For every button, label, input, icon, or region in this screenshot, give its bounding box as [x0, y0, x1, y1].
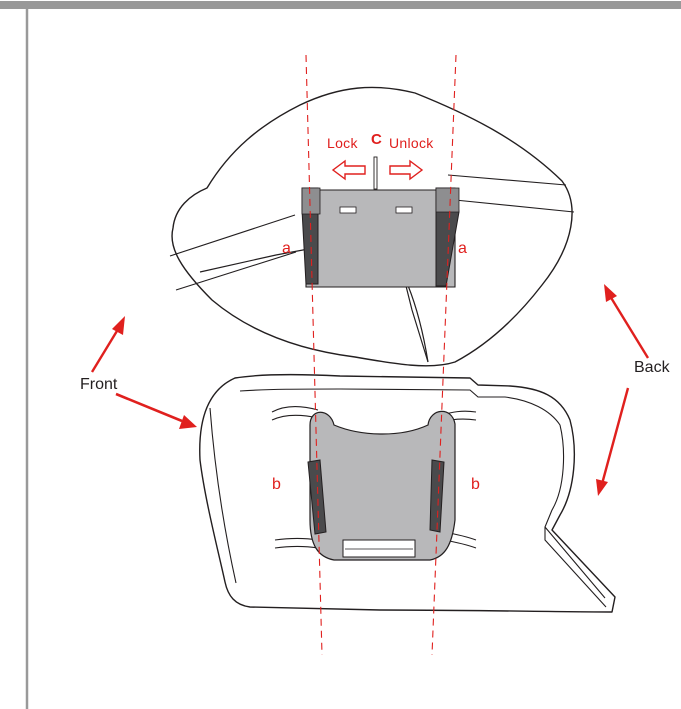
lock-arrow-icon	[331, 159, 366, 181]
lock-label: Lock	[327, 135, 358, 151]
back-down-arrow-icon	[596, 387, 630, 496]
back-label: Back	[634, 359, 670, 376]
label-a-left: a	[282, 240, 291, 257]
front-right-arrow-icon	[115, 392, 197, 429]
lock-lever	[373, 156, 378, 190]
bracket-release-slot	[342, 539, 416, 558]
label-b-left: b	[272, 476, 281, 493]
alignment-guides	[305, 54, 457, 656]
bottom-bracket	[307, 410, 456, 561]
unlock-arrow-icon	[389, 159, 424, 181]
bracket-slot-left	[339, 206, 357, 214]
bracket-slot-right	[395, 206, 413, 214]
front-label: Front	[80, 376, 118, 393]
helmet-mount-plate	[199, 374, 616, 613]
back-up-arrow-icon	[604, 284, 650, 359]
front-up-arrow-icon	[90, 316, 125, 373]
lever-c-label: C	[371, 131, 382, 148]
unlock-label: Unlock	[389, 135, 434, 151]
label-a-right: a	[458, 240, 467, 257]
label-b-right: b	[471, 476, 480, 493]
top-bracket	[301, 156, 460, 288]
